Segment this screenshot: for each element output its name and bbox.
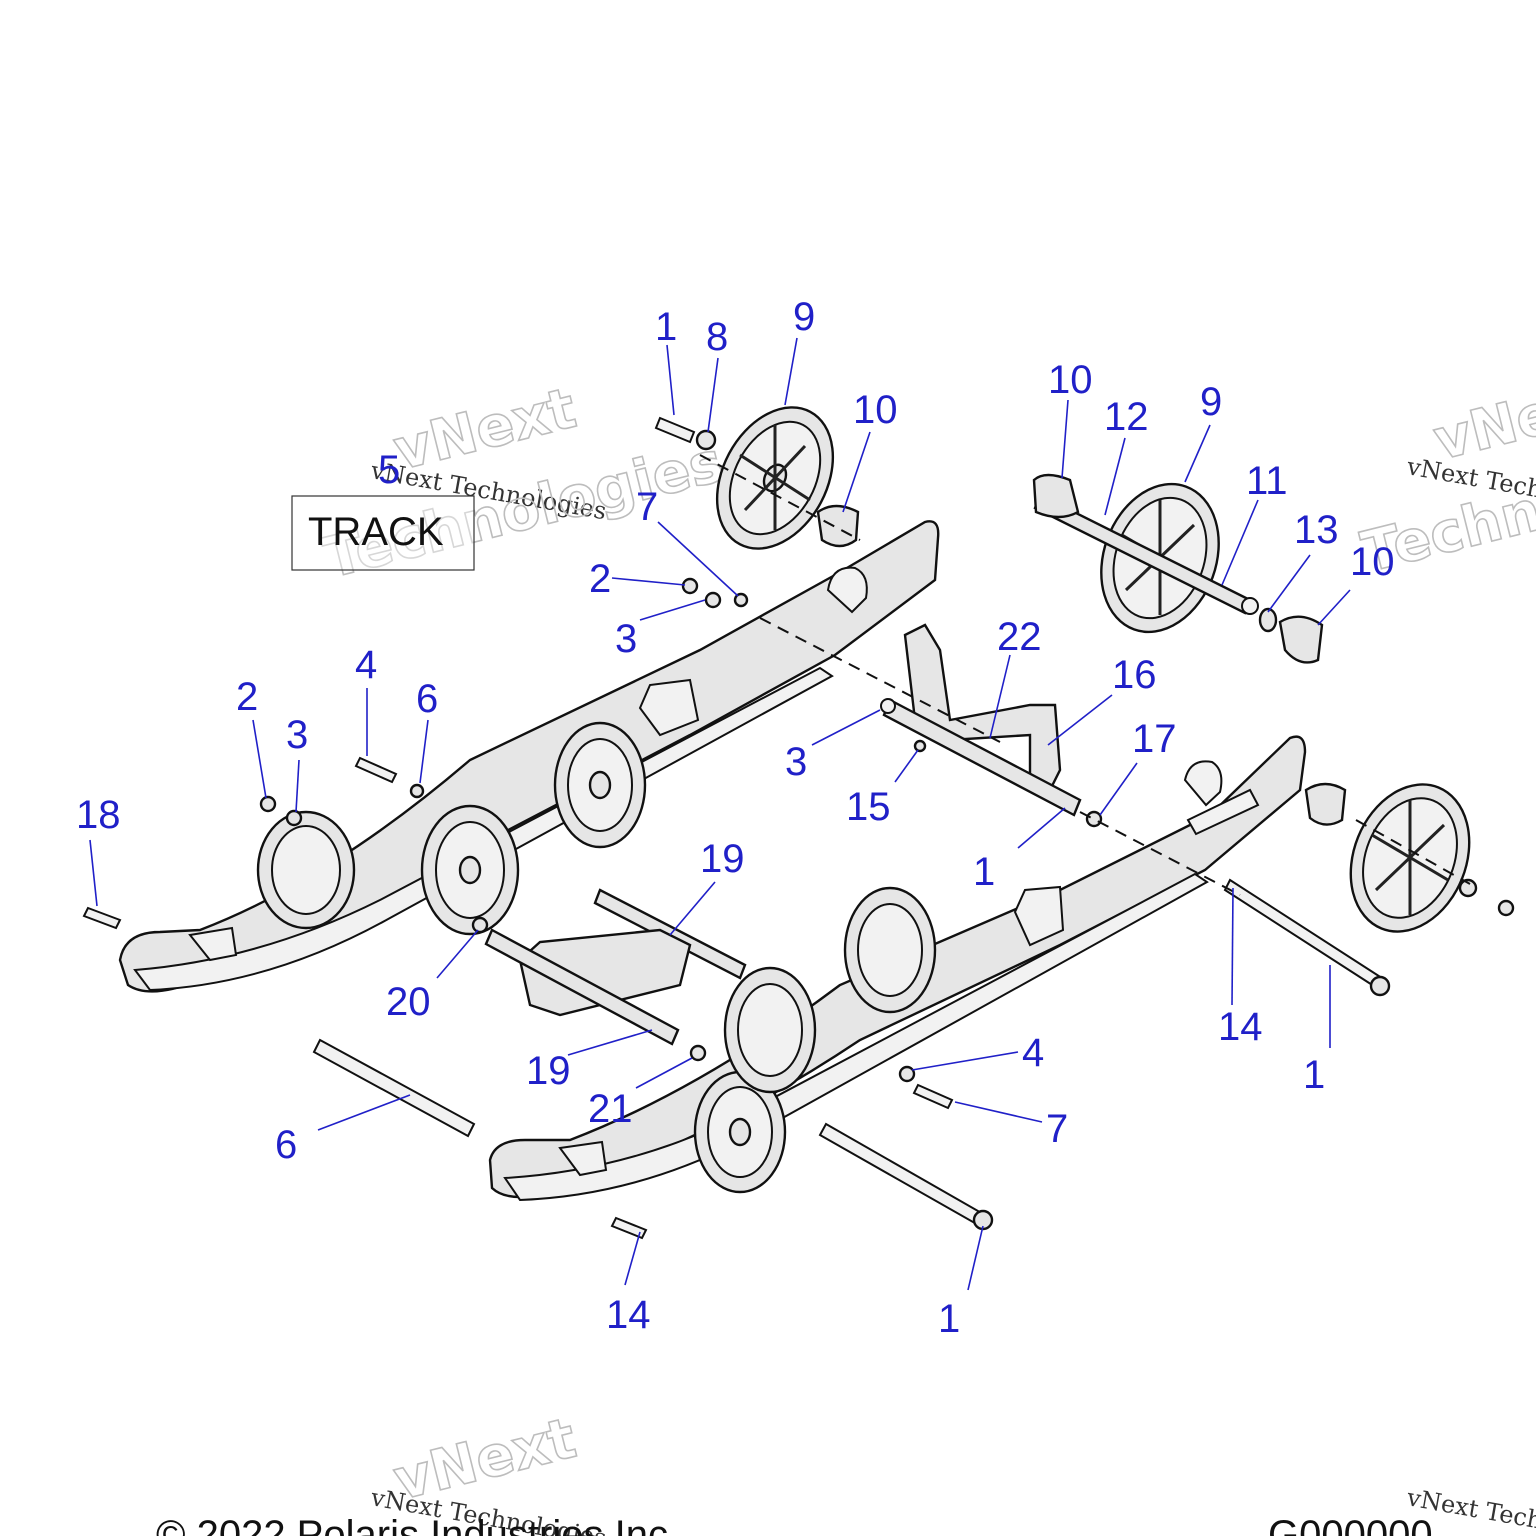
- callout-7: 14: [1218, 1005, 1263, 1049]
- callout-1: 14: [606, 1293, 651, 1337]
- left-rail: [118, 520, 940, 993]
- callout-3: 17: [1132, 717, 1177, 761]
- callout-10: 10: [853, 388, 898, 432]
- leader-lines: [89, 337, 1351, 1291]
- callout-10: 10: [1048, 358, 1093, 402]
- callout-3: 3: [286, 713, 308, 757]
- callout-8: 8: [706, 315, 728, 359]
- callout-22: 22: [997, 615, 1042, 659]
- left-rail-wheels: [256, 721, 647, 936]
- callout-18: 19: [700, 837, 745, 881]
- callout-3: 3: [615, 617, 637, 661]
- callout-19: 20: [386, 980, 431, 1024]
- hardware: [82, 416, 1515, 1240]
- callout-4: 4: [355, 643, 377, 687]
- callout-9: 9: [1200, 380, 1222, 424]
- callout-1: 1: [655, 305, 677, 349]
- watermark-logo-line1: vNext: [388, 376, 583, 484]
- watermark-logo-line1: vNext: [388, 1406, 583, 1514]
- callout-6: 6: [416, 677, 438, 721]
- callout-7: 7: [636, 485, 658, 529]
- callout-3: 3: [785, 740, 807, 784]
- callout-19: 21: [588, 1087, 633, 1131]
- callout-2: 2: [589, 557, 611, 601]
- callout-13: 13: [1294, 508, 1339, 552]
- footer: © 2022 Polaris Industries Inc. G000000: [156, 1513, 1433, 1536]
- wheels: [256, 406, 1471, 1194]
- callout-1: 18: [76, 793, 121, 837]
- callout-15: 1: [973, 850, 995, 894]
- callout-4: 7: [1046, 1107, 1068, 1151]
- callouts: 1 8 9 10 10 12 9 11 13 10 5 7 2 3 22 16 …: [76, 295, 1395, 1341]
- callout-16: 16: [1112, 653, 1157, 697]
- callout-20: 19: [526, 1049, 571, 1093]
- callout-21: 6: [275, 1123, 297, 1167]
- callout-14: 1: [938, 1297, 960, 1341]
- callout-9: 9: [793, 295, 815, 339]
- callout-12: 12: [1104, 395, 1149, 439]
- idler-wheel-right: [1349, 783, 1471, 933]
- copyright-text: © 2022 Polaris Industries Inc.: [156, 1513, 679, 1536]
- track-label: TRACK: [308, 510, 444, 554]
- callout-17: 15: [846, 785, 891, 829]
- right-rail-wheels: [693, 886, 937, 1194]
- track-label-box: TRACK: [291, 495, 475, 571]
- callout-6: 4: [1022, 1031, 1044, 1075]
- callout-14: 1: [1303, 1053, 1325, 1097]
- drawing-number: G000000: [1268, 1513, 1433, 1536]
- callout-10: 10: [1350, 540, 1395, 584]
- track-label-frame: [291, 495, 475, 571]
- callout-2: 2: [236, 675, 258, 719]
- callout-5: 5: [378, 448, 400, 492]
- watermark-logo-line1: vNext: [1428, 366, 1536, 474]
- callout-11: 11: [1246, 459, 1288, 503]
